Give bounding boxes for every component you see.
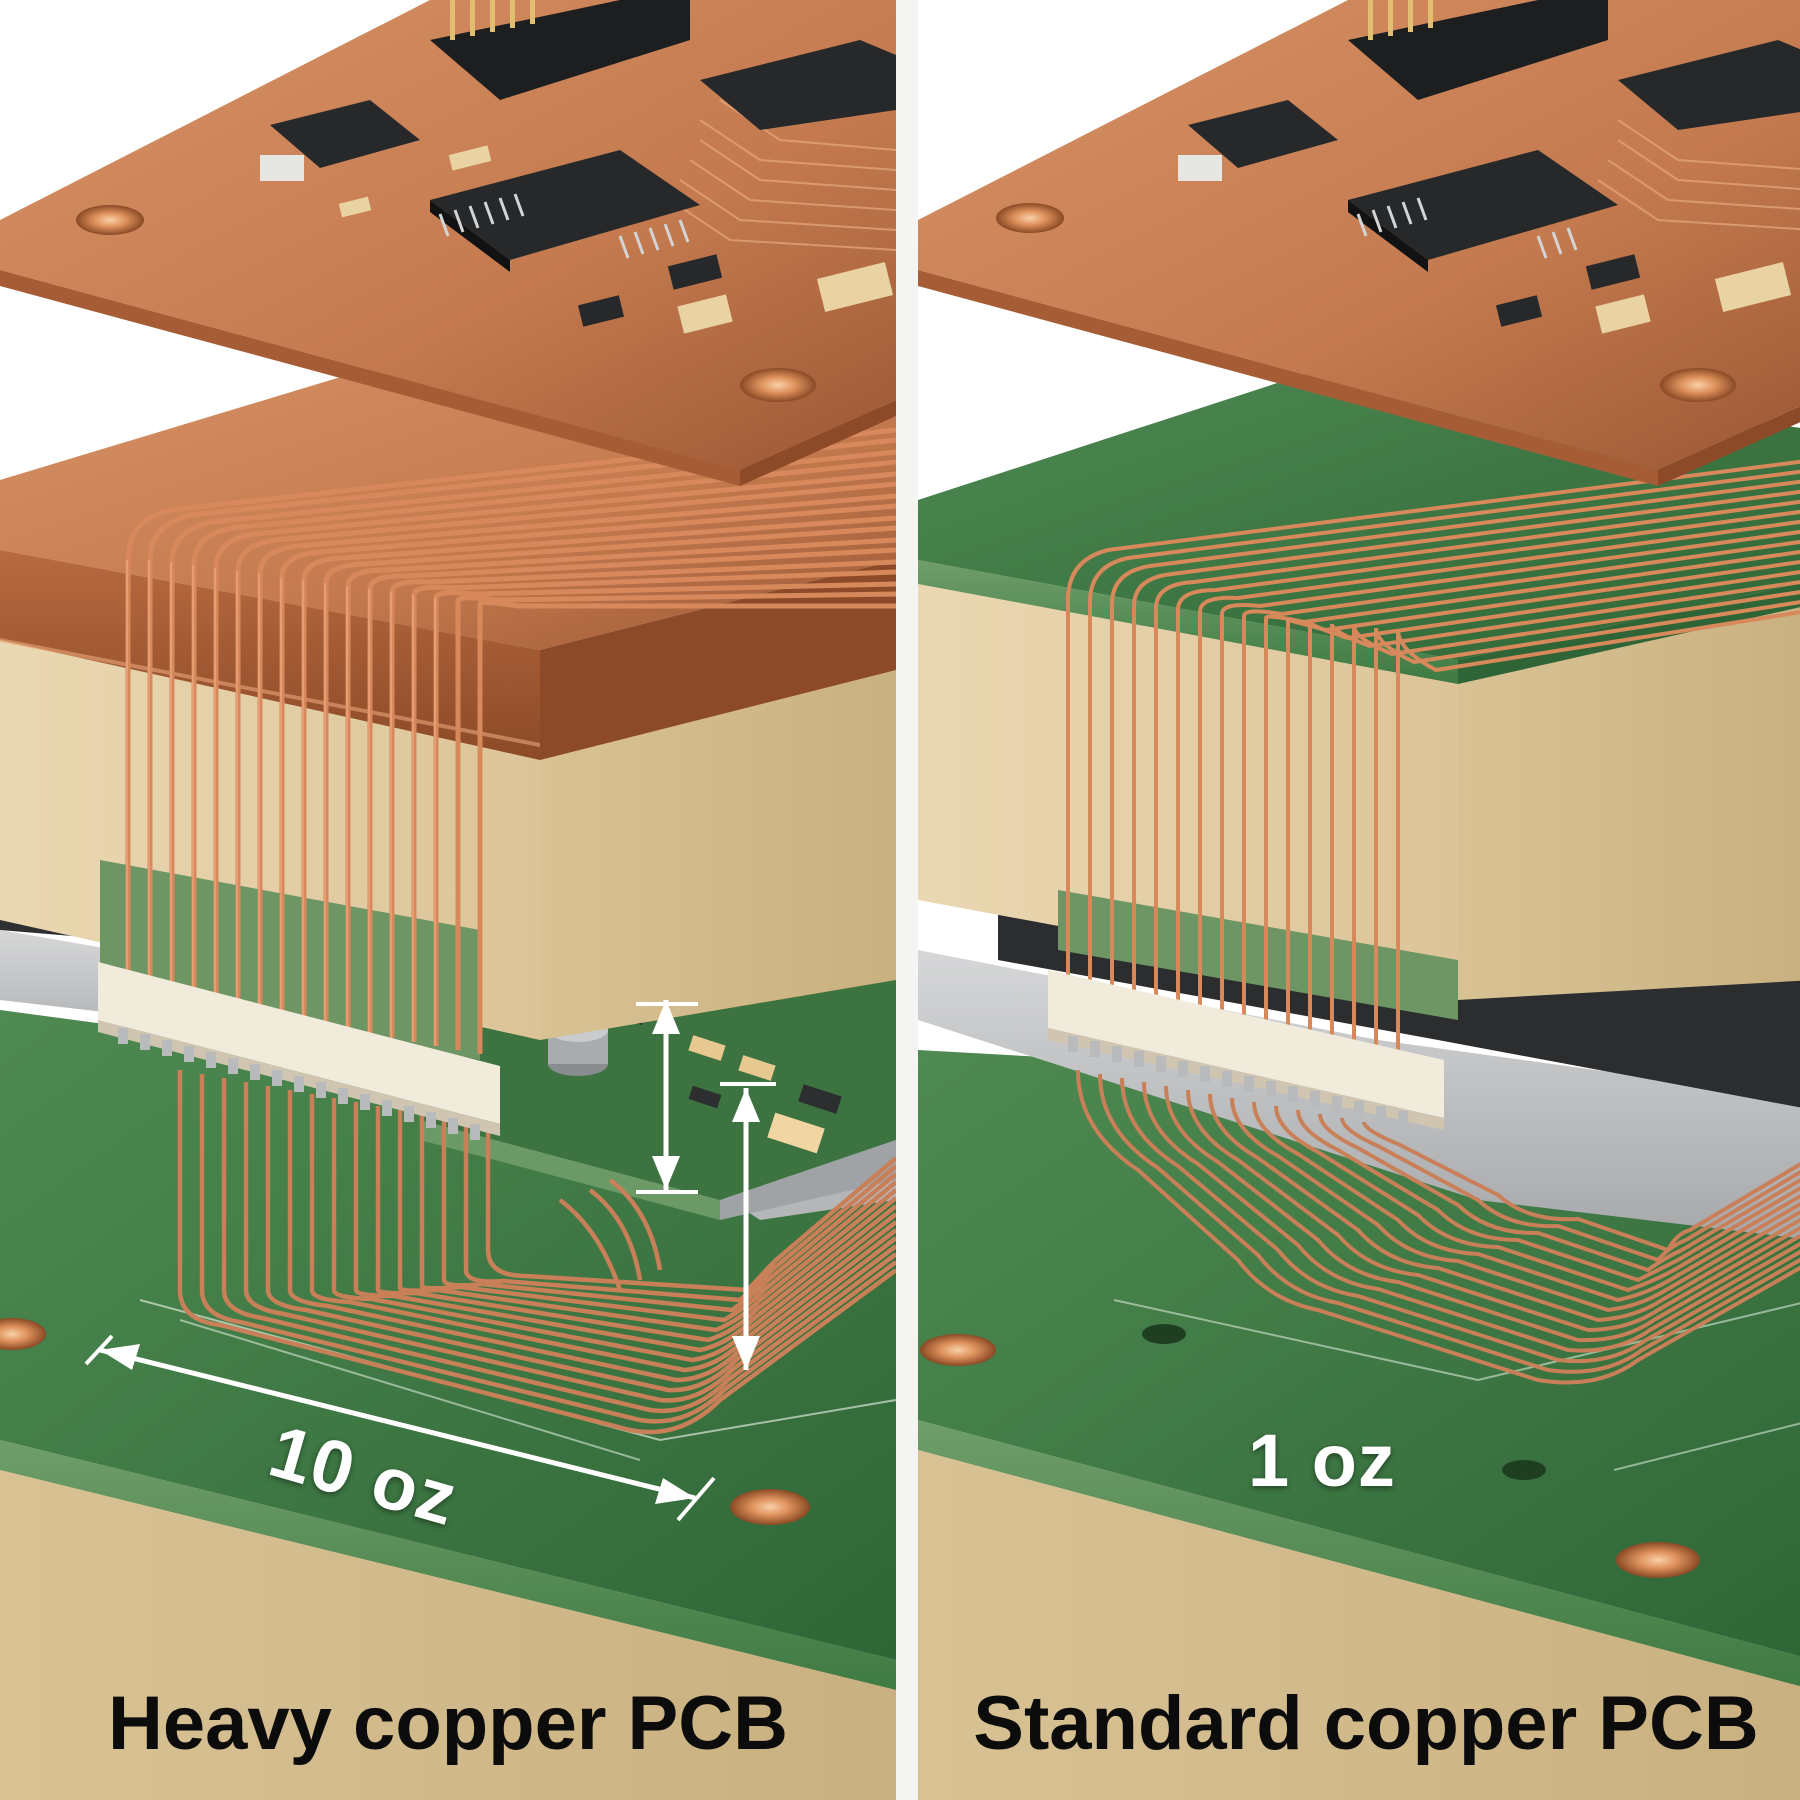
mounting-hole — [740, 368, 816, 402]
mounting-hole — [0, 1318, 46, 1350]
top-copper-pcb — [918, 0, 1800, 470]
soic-chip — [1188, 100, 1338, 168]
panel-caption: Standard copper PCB — [973, 1681, 1759, 1766]
dimension-arrows — [84, 1000, 776, 1522]
copper-weight-label: 1 oz — [1248, 1419, 1396, 1502]
pin-header — [1348, 0, 1608, 100]
qfp-chip — [1348, 150, 1618, 260]
panel-divider — [896, 0, 918, 1800]
mounting-hole — [730, 1489, 810, 1525]
qfp-chip — [1618, 40, 1800, 130]
mounting-hole — [1660, 368, 1736, 402]
wire-header-connector — [98, 962, 500, 1124]
heavy-copper-illustration — [0, 0, 896, 1800]
soic-chip — [270, 100, 420, 168]
wire-header-connector — [1048, 970, 1444, 1118]
mounting-hole — [920, 1334, 996, 1366]
pin-header — [430, 0, 690, 100]
fr4-core-block — [918, 560, 1458, 1000]
standard-copper-illustration — [918, 0, 1800, 1800]
mounting-hole — [76, 205, 144, 235]
mounting-hole — [996, 203, 1064, 233]
copper-wire-bundle — [125, 427, 896, 1054]
heavy-copper-panel: 10 oz Heavy copper PCB — [0, 0, 896, 1800]
mounting-hole — [1616, 1542, 1700, 1578]
standard-copper-panel: 1 oz Standard copper PCB — [918, 0, 1800, 1800]
panel-caption: Heavy copper PCB — [107, 1681, 789, 1766]
qfp-chip — [700, 40, 896, 130]
qfp-chip — [430, 150, 700, 260]
copper-wire-bundle — [1066, 459, 1800, 1060]
